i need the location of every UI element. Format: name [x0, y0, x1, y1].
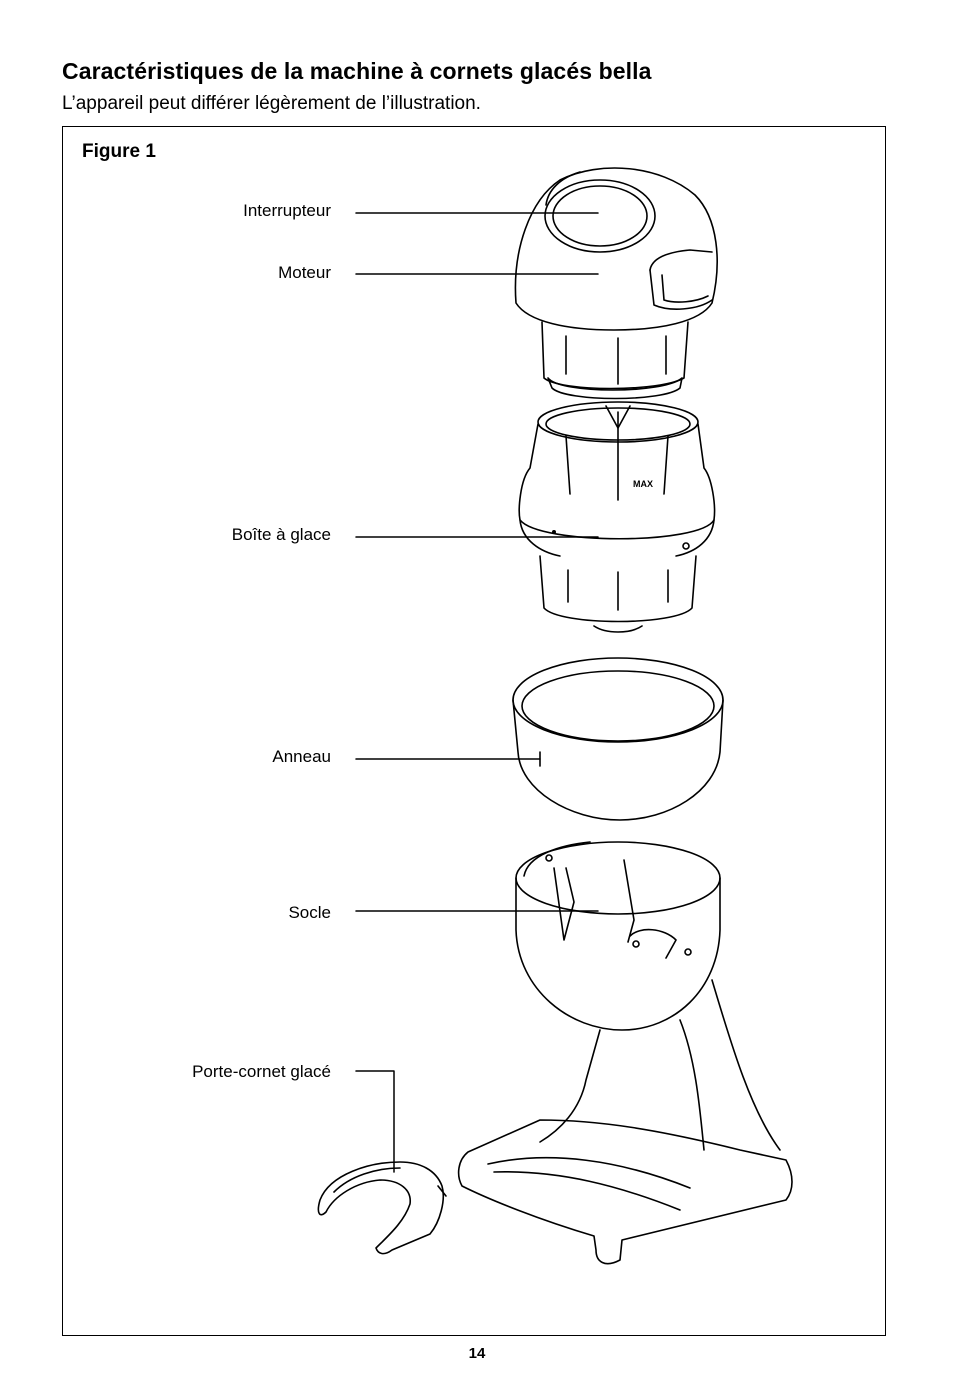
- max-marking: MAX: [633, 479, 653, 489]
- label-boite-a-glace: Boîte à glace: [231, 525, 331, 544]
- ring-drawing: [512, 657, 724, 821]
- motor-head-drawing: [514, 167, 718, 400]
- label-moteur: Moteur: [278, 263, 331, 282]
- base-drawing: [457, 841, 793, 1265]
- label-socle: Socle: [288, 903, 331, 922]
- cone-holder-drawing: [317, 1161, 447, 1255]
- page-title: Caractéristiques de la machine à cornets…: [62, 58, 652, 84]
- leader-lines: [355, 212, 599, 1173]
- page-subtitle: L’appareil peut différer légèrement de l…: [62, 93, 481, 114]
- figure-frame: [62, 126, 886, 1336]
- label-interrupteur: Interrupteur: [243, 201, 331, 220]
- ice-box-drawing: MAX: [518, 401, 716, 633]
- page-number: 14: [468, 1345, 486, 1362]
- figure-label: Figure 1: [82, 141, 156, 162]
- label-porte-cornet: Porte-cornet glacé: [192, 1062, 331, 1081]
- label-anneau: Anneau: [272, 747, 331, 766]
